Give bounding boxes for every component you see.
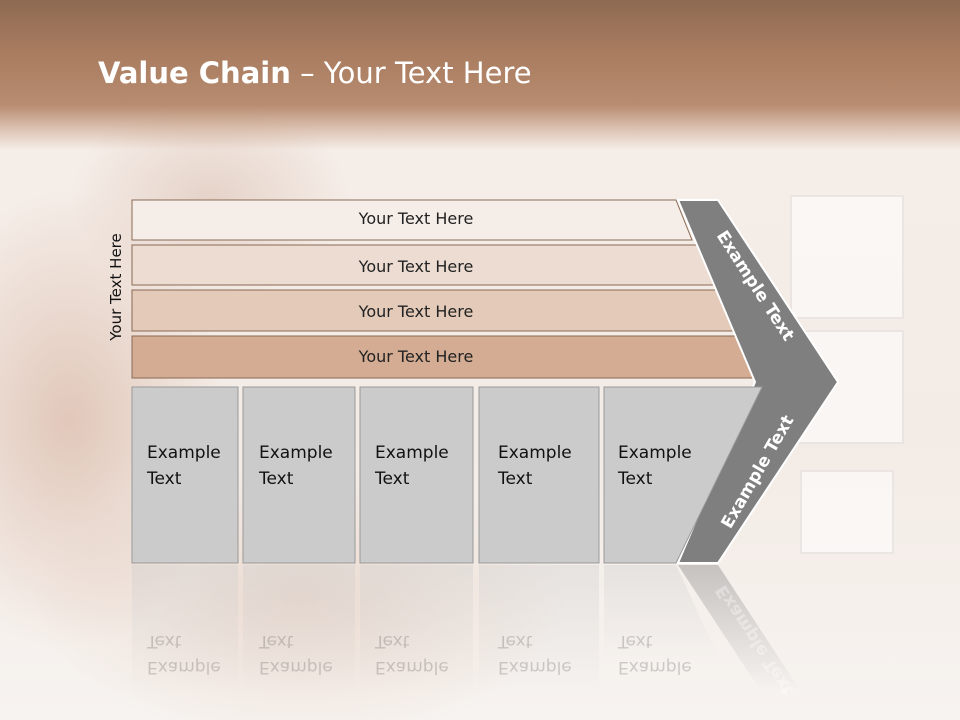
box-line: Example: [618, 657, 692, 677]
box-text-reflection: Example Text: [618, 628, 692, 680]
box-text-reflection: Example Text: [259, 628, 333, 680]
reflection: [360, 565, 473, 695]
row-label-3: Your Text Here: [358, 302, 474, 321]
box-line: Example: [375, 443, 449, 463]
box-line: Example: [259, 443, 333, 463]
row-label-4: Your Text Here: [358, 347, 474, 366]
box-line: Text: [498, 469, 533, 489]
page-title: Value Chain – Your Text Here: [98, 56, 532, 90]
background-shelf: [790, 195, 904, 319]
box-line: Text: [259, 631, 294, 651]
reflection: [678, 565, 800, 690]
box-line: Text: [618, 631, 653, 651]
box-line: Example: [375, 657, 449, 677]
header-band: [0, 0, 960, 150]
background-shelf: [800, 470, 894, 554]
box-line: Example: [147, 443, 221, 463]
box-line: Example: [618, 443, 692, 463]
box-line: Example: [259, 657, 333, 677]
reflection: [243, 565, 355, 695]
title-bold: Value Chain: [98, 56, 291, 90]
box-line: Text: [375, 469, 410, 489]
box-text-reflection: Example Text: [498, 628, 572, 680]
box-line: Example: [498, 443, 572, 463]
box-line: Example: [147, 657, 221, 677]
reflection: [604, 565, 720, 660]
row-label-2: Your Text Here: [358, 257, 474, 276]
box-line: Text: [375, 631, 410, 651]
box-line: Text: [498, 631, 533, 651]
box-text-reflection: Example Text: [375, 628, 449, 680]
box-line: Example: [498, 657, 572, 677]
activity-box-2: [242, 386, 356, 564]
activity-box-5: [603, 386, 763, 564]
row-label-1: Your Text Here: [358, 209, 474, 228]
box-line: Text: [147, 469, 182, 489]
box-line: Text: [259, 469, 294, 489]
reflection: [479, 565, 599, 695]
activity-box-1: [131, 386, 239, 564]
reflection: [132, 565, 238, 695]
box-line: Text: [147, 631, 182, 651]
box-line: Text: [618, 469, 653, 489]
title-rest: – Your Text Here: [290, 56, 532, 90]
activity-box-3: [359, 386, 474, 564]
row-band-1: [131, 199, 693, 241]
activity-box-4: [478, 386, 600, 564]
box-text-reflection: Example Text: [147, 628, 221, 680]
